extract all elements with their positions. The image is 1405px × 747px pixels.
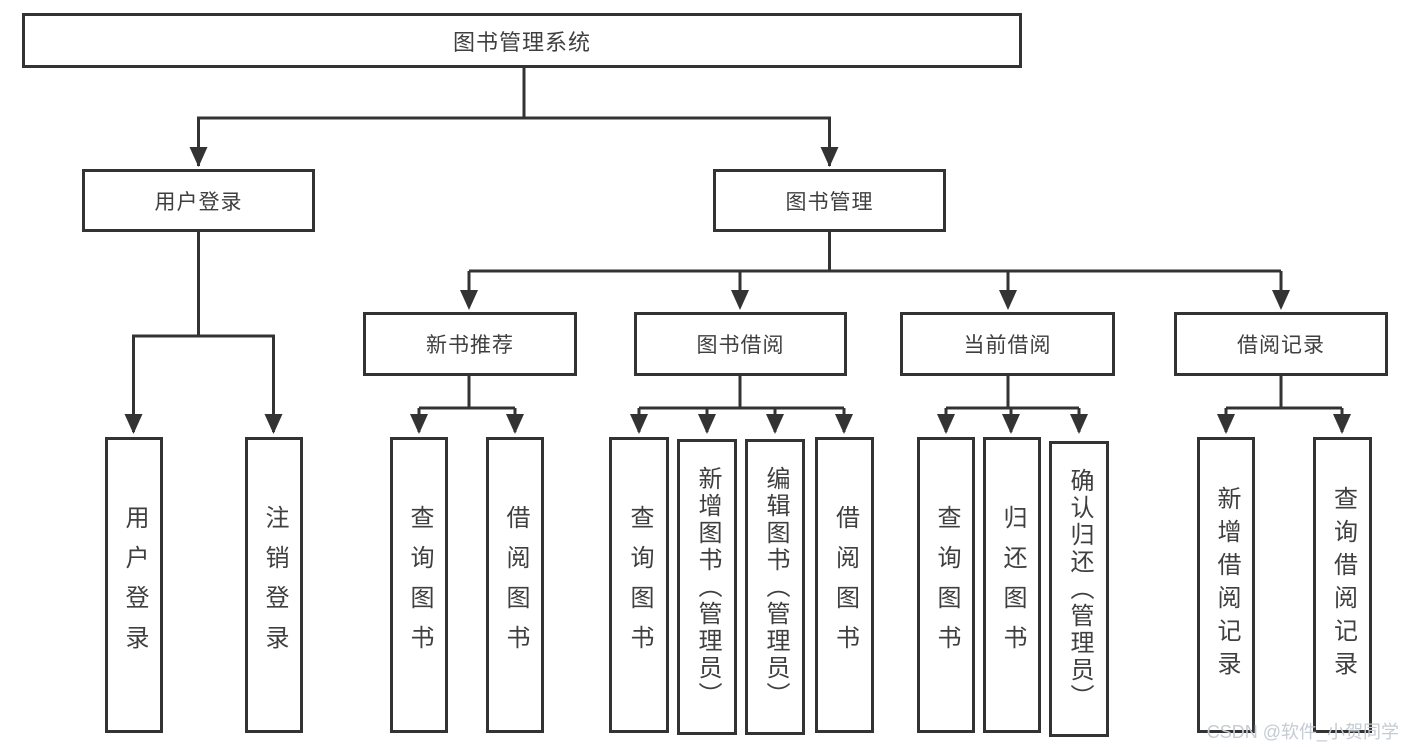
node-label: 用户登录	[121, 505, 148, 665]
node-current-borrow: 当前借阅	[900, 312, 1115, 376]
leaf-query-books-current: 查询图书	[917, 437, 975, 733]
node-label: 用户登录	[154, 190, 243, 214]
node-label: 编辑图书（管理员）	[762, 465, 789, 709]
leaf-add-borrow-record: 新增借阅记录	[1197, 437, 1255, 733]
leaf-add-book-admin: 新增图书（管理员）	[677, 439, 737, 735]
node-system-root: 图书管理系统	[22, 13, 1022, 68]
leaf-confirm-return-admin: 确认归还（管理员）	[1049, 441, 1109, 737]
node-label: 查询图书	[933, 505, 960, 665]
leaf-edit-book-admin: 编辑图书（管理员）	[745, 439, 805, 735]
leaf-query-books-recommend: 查询图书	[390, 437, 448, 733]
leaf-return-books: 归还图书	[983, 437, 1041, 733]
node-label: 图书管理系统	[452, 29, 591, 55]
node-label: 查询借阅记录	[1329, 486, 1357, 684]
leaf-borrow-books-2: 借阅图书	[815, 437, 874, 733]
node-new-book-recommend: 新书推荐	[363, 312, 577, 376]
node-label: 新书推荐	[426, 334, 514, 357]
node-label: 借阅图书	[831, 505, 859, 665]
leaf-query-books-borrow: 查询图书	[609, 437, 669, 733]
node-label: 归还图书	[999, 505, 1026, 665]
node-label: 图书管理	[785, 190, 874, 214]
node-book-borrow: 图书借阅	[634, 312, 847, 376]
node-borrow-records: 借阅记录	[1174, 312, 1388, 376]
node-label: 借阅记录	[1237, 334, 1325, 357]
csdn-watermark: CSDN @软件_小贺同学	[1206, 722, 1399, 742]
node-user-login: 用户登录	[82, 169, 315, 232]
node-label: 查询图书	[406, 505, 433, 665]
leaf-borrow-books-recommend: 借阅图书	[486, 437, 544, 733]
node-book-management: 图书管理	[713, 169, 946, 232]
node-label: 确认归还（管理员）	[1066, 467, 1093, 711]
leaf-query-borrow-record: 查询借阅记录	[1313, 437, 1372, 733]
node-label: 当前借阅	[963, 334, 1052, 357]
node-label: 新增图书（管理员）	[694, 465, 721, 709]
node-label: 图书借阅	[696, 334, 785, 357]
node-label: 新增借阅记录	[1213, 486, 1240, 684]
node-label: 查询图书	[626, 505, 653, 665]
node-label: 注销登录	[261, 505, 288, 665]
leaf-logout: 注销登录	[245, 437, 303, 733]
leaf-user-login: 用户登录	[105, 437, 163, 733]
arrowhead-icons	[124, 147, 1351, 434]
node-label: 借阅图书	[502, 505, 529, 665]
